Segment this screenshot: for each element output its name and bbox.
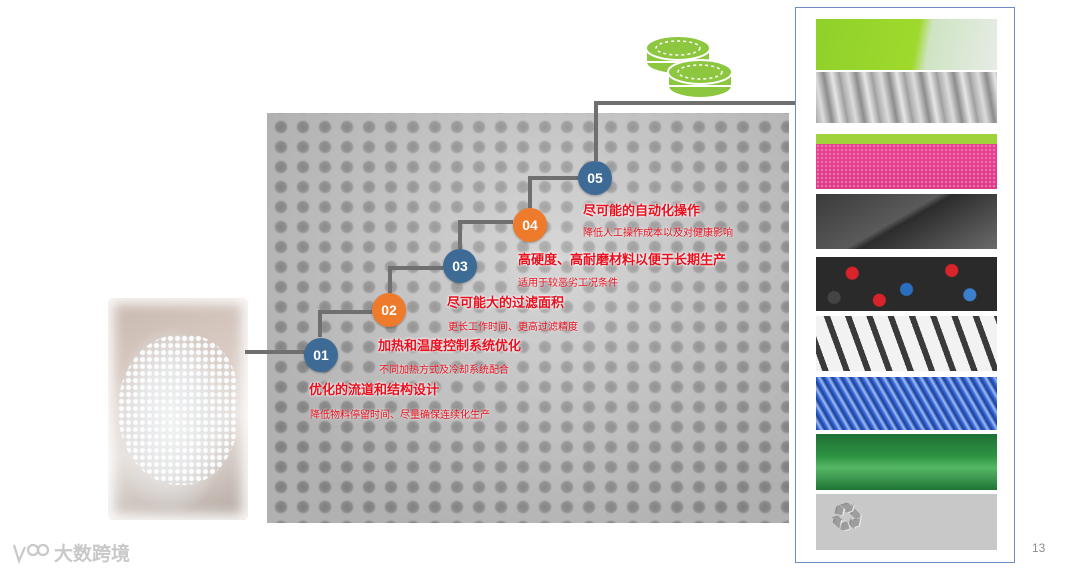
coins-icon <box>645 35 733 99</box>
sample-color-pellets <box>816 257 997 311</box>
step-03-badge: 03 <box>443 249 477 283</box>
page-number: 13 <box>1032 541 1046 555</box>
step-02-subtitle: 不同加热方式及冷却系统配合 <box>379 365 509 376</box>
sample-blue-bristles <box>816 377 997 430</box>
step-04-title: 高硬度、高耐磨材料以便于长期生产 <box>518 253 727 268</box>
step-04-subtitle: 适用于较恶劣工况条件 <box>518 278 618 289</box>
brand-logo-icon <box>12 543 50 564</box>
sample-recycled-pp <box>816 494 997 550</box>
step-01-subtitle: 降低物料停留时间、尽量确保连续化生产 <box>310 410 490 421</box>
step-01-badge: 01 <box>304 338 338 372</box>
sample-green-strap <box>816 434 997 490</box>
step-03-subtitle: 更长工作时间、更高过滤精度 <box>448 322 578 333</box>
step-05-number: 05 <box>587 170 603 186</box>
step-02-title: 加热和温度控制系统优化 <box>378 339 522 354</box>
step-02-number: 02 <box>381 302 397 318</box>
step-02-badge: 02 <box>372 293 406 327</box>
sample-pink-fabric <box>816 134 997 189</box>
connector-04-to-05 <box>528 176 578 208</box>
step-04-badge: 04 <box>513 208 547 242</box>
connector-05-to-panel <box>594 101 798 161</box>
sample-black-fibers <box>816 316 997 371</box>
sample-dark-sheet <box>816 194 997 249</box>
step-04-number: 04 <box>522 217 538 233</box>
step-05-badge: 05 <box>578 161 612 195</box>
step-05-subtitle: 降低人工操作成本以及对健康影响 <box>583 228 733 239</box>
step-03-title: 尽可能大的过滤面积 <box>447 296 565 311</box>
pellets-texture <box>118 335 238 485</box>
connector-03-to-04 <box>458 220 513 249</box>
connector-02-to-03 <box>388 266 443 293</box>
step-03-number: 03 <box>452 258 468 274</box>
step-01-number: 01 <box>313 347 329 363</box>
brand-logo: 大数跨境 <box>10 539 130 566</box>
sample-clear-tubes <box>816 72 997 123</box>
brand-logo-text: 大数跨境 <box>54 543 131 565</box>
connector-01-to-02 <box>318 310 372 337</box>
step-01-title: 优化的流道和结构设计 <box>309 383 440 398</box>
step-05-title: 尽可能的自动化操作 <box>583 204 701 219</box>
sample-green-film <box>816 19 997 70</box>
